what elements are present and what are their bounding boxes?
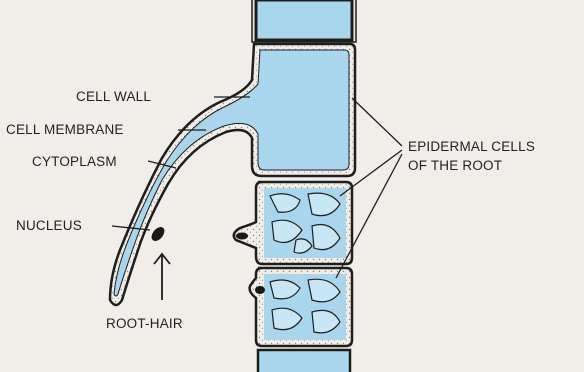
nucleus-shape	[149, 225, 167, 244]
label-cell-wall: CELL WALL	[76, 89, 151, 104]
label-cytoplasm: CYTOPLASM	[32, 154, 117, 169]
root-hair-arrow	[154, 254, 170, 300]
epidermal-cell-middle	[234, 182, 352, 264]
label-cell-membrane: CELL MEMBRANE	[6, 122, 124, 137]
epidermal-cell-bottom	[258, 350, 350, 372]
epidermal-cell-lower	[250, 268, 352, 346]
label-epidermal-line2: OF THE ROOT	[408, 156, 535, 175]
epidermal-leader-1	[352, 98, 402, 146]
root-hair-cell	[110, 44, 355, 305]
label-root-hair: ROOT-HAIR	[106, 316, 183, 331]
label-nucleus: NUCLEUS	[16, 218, 82, 233]
label-epidermal-cells: EPIDERMAL CELLS OF THE ROOT	[408, 137, 535, 175]
epidermal-cell-top	[252, 0, 356, 42]
label-epidermal-line1: EPIDERMAL CELLS	[408, 137, 535, 156]
